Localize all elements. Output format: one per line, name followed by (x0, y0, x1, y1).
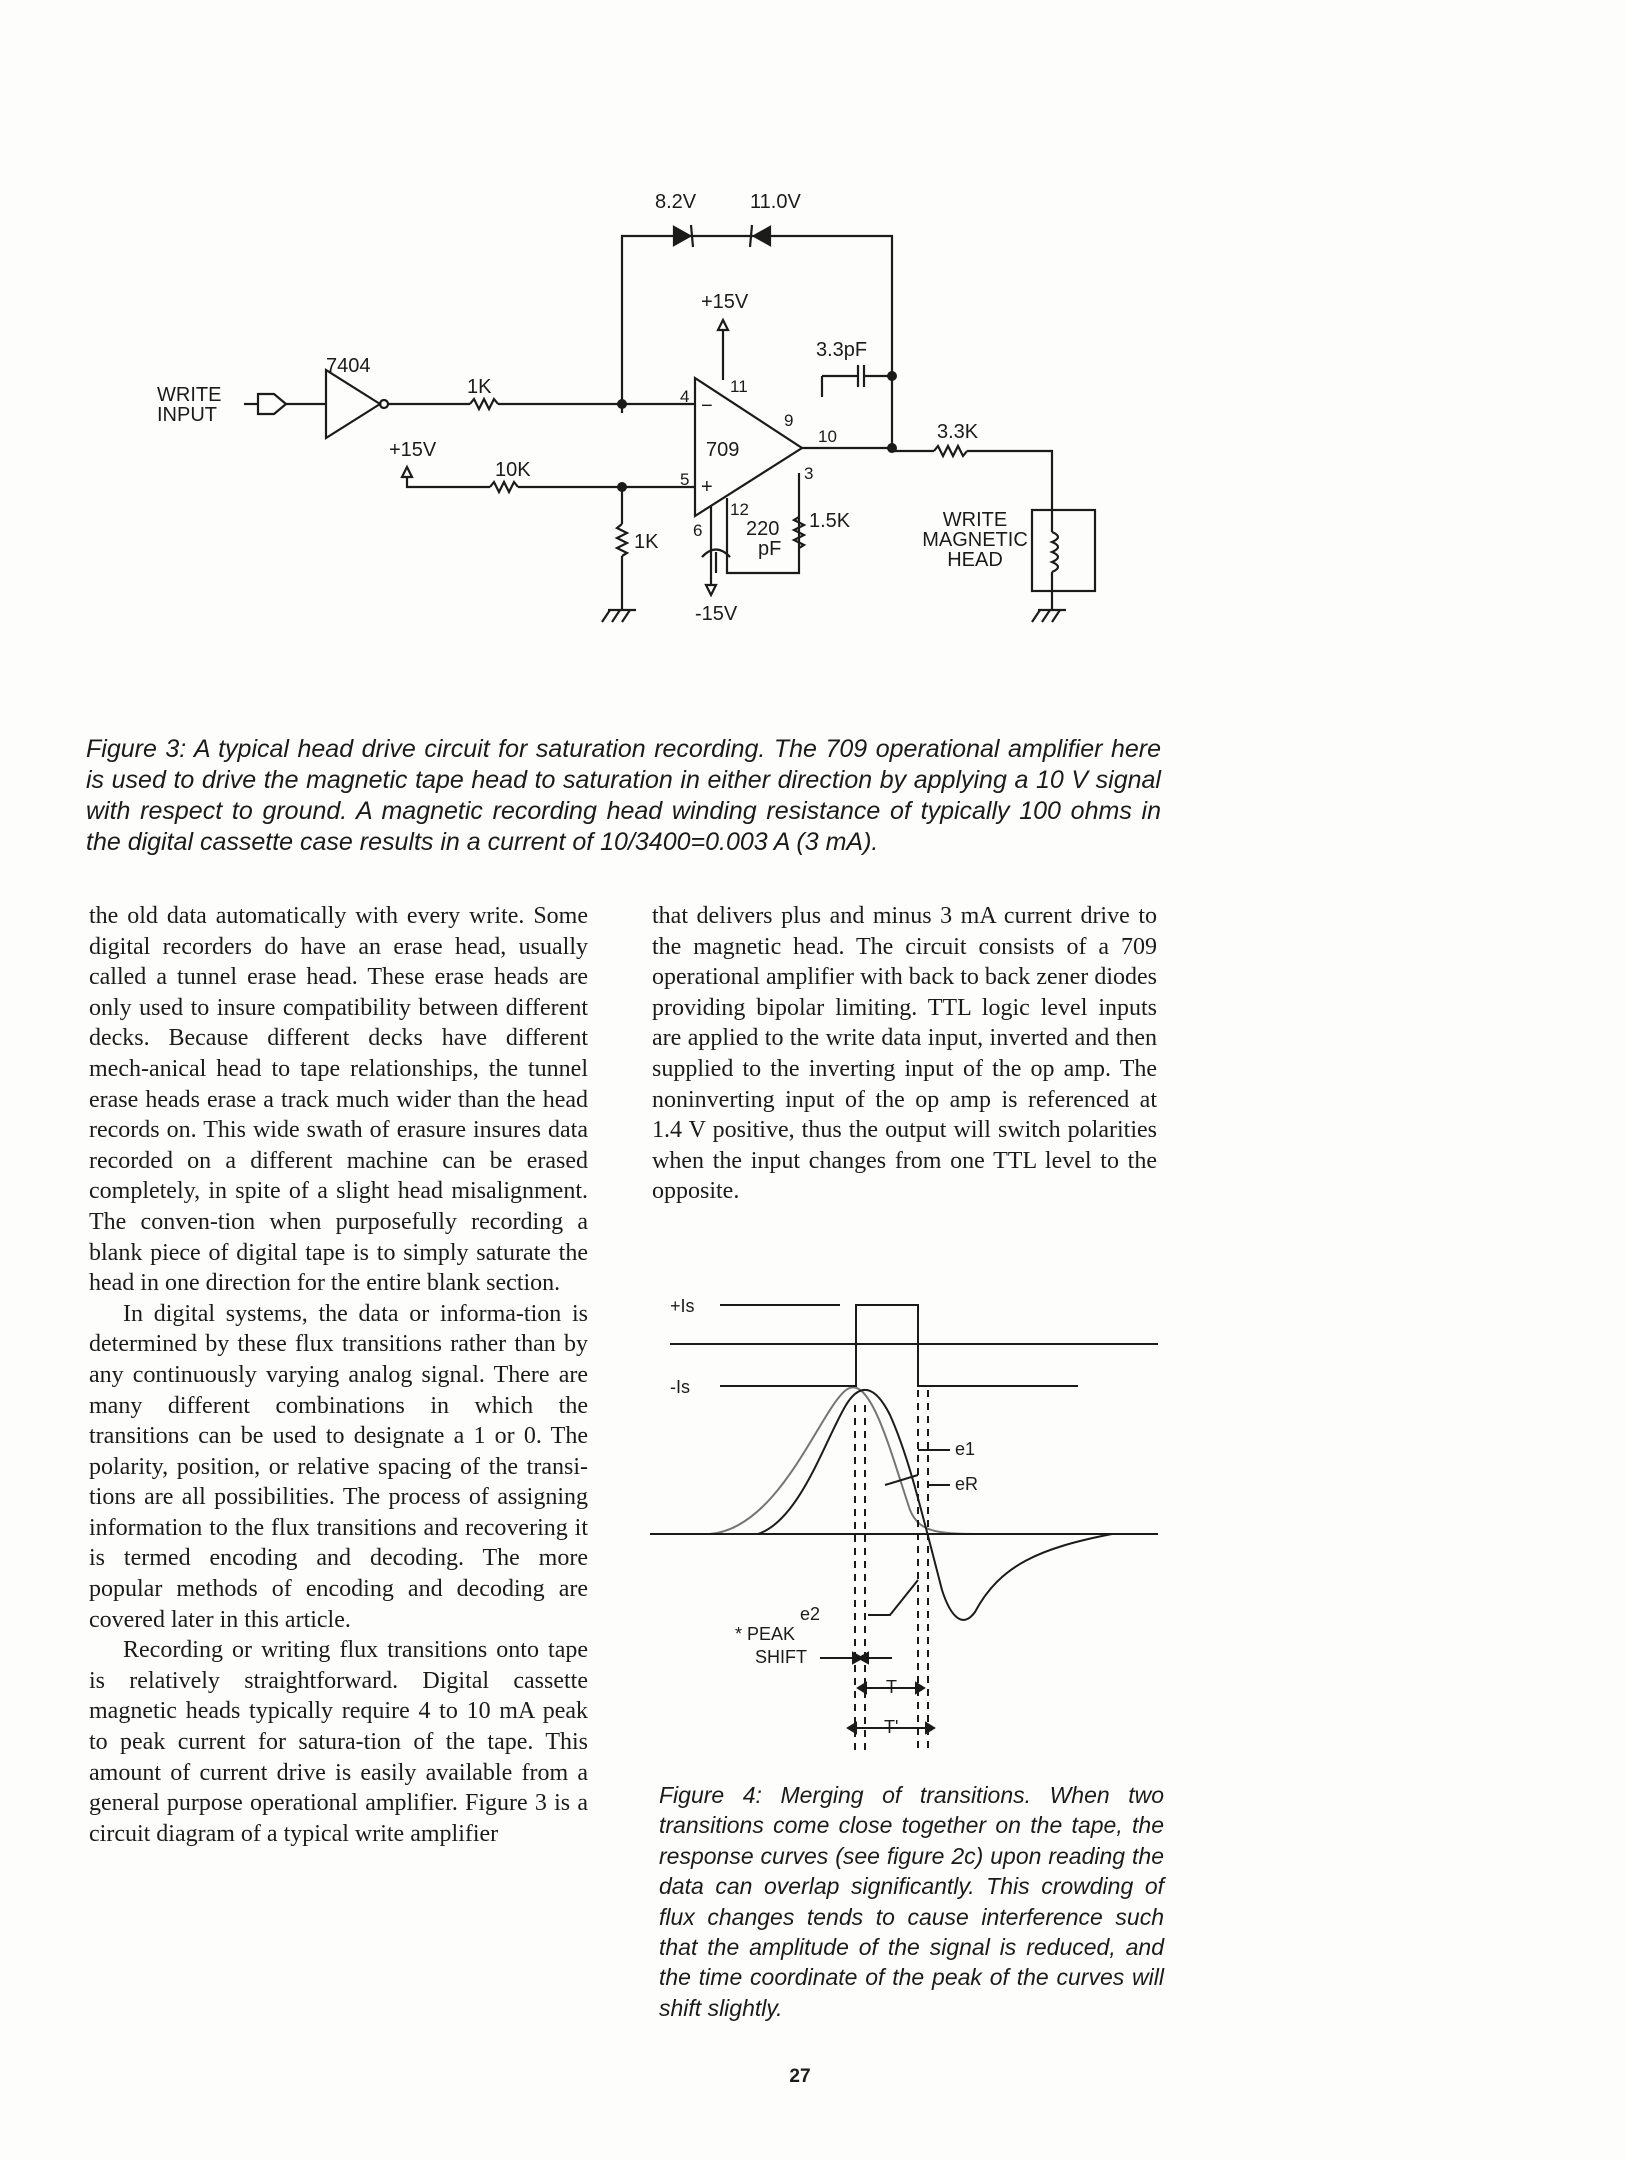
r-1k-ground-label: 1K (634, 531, 659, 553)
T-label: T (886, 1677, 897, 1697)
pin-4-label: 4 (680, 387, 689, 406)
plus15-left-label: +15V (389, 439, 437, 461)
figure-3-circuit-diagram: 8.2V 11.0V +15V 3.3pF 7404 WRITE INPUT 1… (157, 191, 1097, 625)
write-input-line2: INPUT (157, 404, 217, 426)
cap-220-value: 220 (746, 518, 779, 540)
figure-4-caption: Figure 4: Merging of transitions. When t… (659, 1782, 1164, 2021)
ic-7404-label: 7404 (326, 355, 371, 377)
opamp-minus-sign: − (701, 395, 713, 417)
pin-12-label: 12 (730, 500, 749, 519)
pin-9-label: 9 (784, 411, 793, 430)
pin-3-label: 3 (804, 464, 813, 483)
minus-is-label: -Is (670, 1377, 690, 1397)
opamp-709-label: 709 (706, 439, 739, 461)
pin-10-label: 10 (818, 427, 837, 446)
peak-shift-line1: * PEAK (735, 1624, 795, 1644)
r-3-3k-label: 3.3K (937, 421, 979, 443)
cap-feedback-label: 3.3pF (816, 339, 867, 361)
pin-6-label: 6 (693, 521, 702, 540)
minus15-label: -15V (695, 603, 738, 625)
head-line2: MAGNETIC (922, 529, 1028, 551)
head-line1: WRITE (943, 509, 1007, 531)
write-input-line1: WRITE (157, 384, 221, 406)
plus15-top-label: +15V (701, 291, 749, 313)
right-column: that delivers plus and minus 3 mA curren… (652, 901, 1157, 1207)
left-paragraph-3: Recording or writing flux transitions on… (89, 1637, 588, 1847)
opamp-plus-sign: + (701, 476, 713, 498)
left-paragraph-1: the old data automatically with every wr… (89, 903, 588, 1297)
head-line3: HEAD (947, 549, 1003, 571)
figure-3-caption: Figure 3: A typical head drive circuit f… (86, 735, 1161, 856)
left-paragraph-2: In digital systems, the data or informa-… (89, 1300, 588, 1633)
left-column: the old data automatically with every wr… (89, 901, 588, 1849)
peak-shift-line2: SHIFT (755, 1647, 807, 1667)
page-number: 27 (789, 2066, 811, 2087)
r-10k-label: 10K (495, 459, 531, 481)
zener-1-label: 8.2V (655, 191, 697, 213)
cap-220-unit: pF (758, 538, 781, 560)
e1-label: e1 (955, 1439, 975, 1459)
right-paragraph-1: that delivers plus and minus 3 mA curren… (652, 903, 1157, 1205)
figure-4-transition-merging: +Is -Is e1 eR e2 * PEAK SHIFT T T' (650, 1296, 1158, 1750)
T-prime-label: T' (884, 1717, 898, 1737)
pin-5-label: 5 (680, 470, 689, 489)
r-1k-input-label: 1K (467, 376, 492, 398)
zener-2-label: 11.0V (750, 191, 801, 213)
r-1-5k-label: 1.5K (809, 510, 851, 532)
plus-is-label: +Is (670, 1296, 695, 1316)
e2-label: e2 (800, 1604, 820, 1624)
eR-label: eR (955, 1474, 978, 1494)
pin-11-label: 11 (730, 377, 748, 396)
